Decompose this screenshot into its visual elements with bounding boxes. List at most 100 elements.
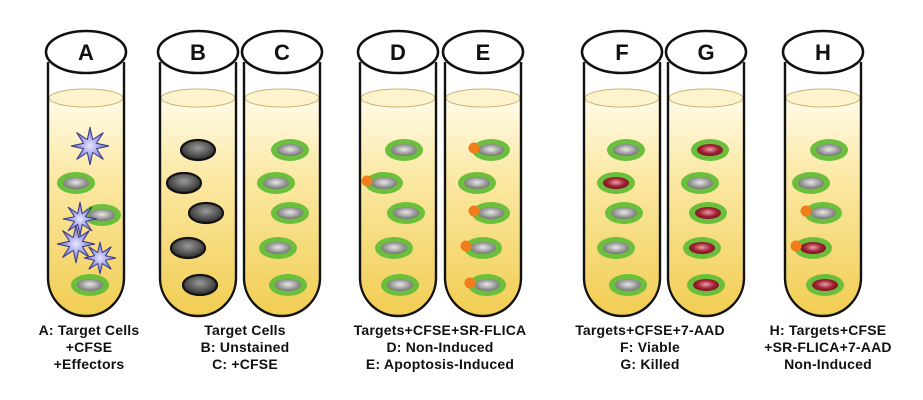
caption-line: Target Cells [204,322,286,338]
caption-line: E: Apoptosis-Induced [365,356,515,372]
caption-line: A: Target Cells [38,322,140,338]
unstained-cell [165,171,203,195]
caption-tube-h: H: Targets+CFSE +SR-FLICA+7-AAD Non-Indu… [748,322,908,373]
unstained-cell [179,138,217,162]
cell-target-cell [687,177,713,189]
cell-killed [683,237,721,259]
caption-tubes-b-c: Target Cells B: Unstained C: +CFSE [165,322,325,373]
caption-line: +CFSE [65,339,113,355]
cell-cfse [257,172,295,194]
cell-killed-cell [695,207,721,219]
cell-cfse [597,237,635,259]
liquid-meniscus [244,88,320,108]
tube-outline [158,62,238,318]
tube-label: H [815,40,831,65]
cell-target-cell [816,144,842,156]
tube-d: D [356,29,440,318]
cell-cfse [810,139,848,161]
caption-line: Non-Induced [784,356,872,372]
tube-e: E [441,29,525,318]
caption-line: B: Unstained [200,339,290,355]
caption-line: Targets+CFSE+SR-FLICA [353,322,527,338]
cell-cfse-flica [464,274,506,296]
tube-outline [783,62,863,318]
cell-unstained [169,236,207,260]
caption-line: H: Targets+CFSE [769,322,887,338]
sr-flica-dot [800,205,812,217]
cell-cfse [609,274,647,296]
cell-killed-cell [812,279,838,291]
cell-effector-cfse [62,201,121,237]
cell-cfse [792,172,830,194]
cell-cfse [385,139,423,161]
cell-target-cell [611,207,637,219]
cell-target-cell [275,279,301,291]
caption-line: +Effectors [53,356,125,372]
cell-unstained [181,273,219,297]
liquid-meniscus [445,88,521,108]
tube-cap [156,29,240,75]
cell-target-cell [277,144,303,156]
liquid-meniscus [360,88,436,108]
cell-target-cell [798,177,824,189]
caption-line: G: Killed [620,356,680,372]
cell-cfse [57,172,95,194]
cell-target-cell [603,242,629,254]
effector-cell-icon [83,241,117,275]
tube-c: C [240,29,324,318]
cell-target-cell [474,279,500,291]
tube-label: B [190,40,206,65]
cell-cfse [381,274,419,296]
cell-cfse-flica [468,139,510,161]
cell-killed [689,202,727,224]
tube-outline [46,62,126,318]
cell-target-cell [464,177,490,189]
tube-label: F [615,40,628,65]
tube-outline [582,62,662,318]
cell-target-cell [470,242,496,254]
caption-line: F: Viable [620,339,680,355]
caption-tubes-f-g: Targets+CFSE+7-AAD F: Viable G: Killed [560,322,740,373]
cell-cfse [681,172,719,194]
cell-target-cell [381,242,407,254]
liquid-meniscus [785,88,861,108]
cell-cfse [271,202,309,224]
tube-outline [242,62,322,318]
tube-label: A [78,40,94,65]
tube-f: F [580,29,664,318]
cell-cfse-flica [460,237,502,259]
cell-target-cell [77,279,103,291]
caption-tubes-d-e: Targets+CFSE+SR-FLICA D: Non-Induced E: … [330,322,550,373]
tube-h: H [781,29,865,318]
effector-cell-icon [62,201,98,237]
cell-target-cell [89,209,115,221]
cell-target-cell [478,144,504,156]
cell-target-cell [387,279,413,291]
cell-cfse [605,202,643,224]
tube-cap [664,29,748,75]
cell-unstained [179,138,217,162]
cell-cfse [387,202,425,224]
caption-line: Targets+CFSE+7-AAD [575,322,725,338]
cell-cfse [259,237,297,259]
tube-cap [580,29,664,75]
sr-flica-dot [790,240,802,252]
tube-outline [443,62,523,318]
effector-cell-icon [70,126,110,166]
tube-a: A [44,29,128,318]
cell-cfse [607,139,645,161]
cell-target-cell [615,279,641,291]
cell-killed-cell [603,177,629,189]
cell-killed [597,172,635,194]
cell-effector [70,126,110,166]
sr-flica-dot [361,175,373,187]
cell-target-cell [478,207,504,219]
tube-cap [44,29,128,75]
effector-cell-icon [56,224,96,264]
unstained-cell [187,201,225,225]
tube-cap [781,29,865,75]
caption-tube-a: A: Target Cells +CFSE +Effectors [20,322,158,373]
tube-label: E [476,40,491,65]
tube-cap [356,29,440,75]
